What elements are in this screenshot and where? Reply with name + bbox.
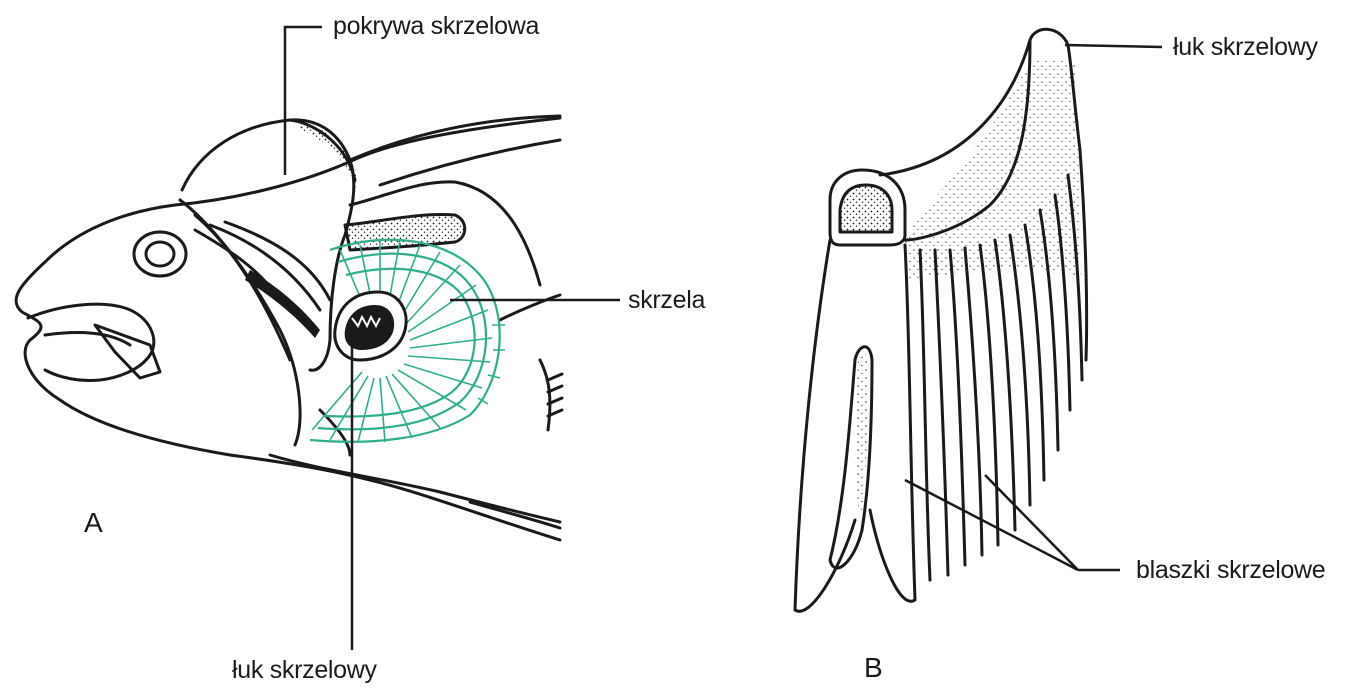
- operculum-flap: [182, 120, 354, 370]
- label-gill-filaments: blaszki skrzelowe: [1136, 556, 1325, 585]
- lamellae-shading: [905, 60, 1082, 280]
- label-gill-arch-a: łuk skrzelowy: [232, 656, 377, 685]
- label-operculum: pokrywa skrzelowa: [333, 12, 539, 41]
- panel-a-fish-head: [16, 116, 562, 540]
- leader-filaments-1: [905, 480, 1078, 570]
- label-gill-arch-b: łuk skrzelowy: [1173, 33, 1318, 62]
- eye-outer: [134, 232, 186, 276]
- panel-letter-a: A: [84, 507, 103, 539]
- label-gills: skrzela: [628, 286, 705, 315]
- leader-gill-arch-b: [1065, 45, 1162, 47]
- belly-line: [270, 455, 560, 522]
- eye-inner: [146, 242, 174, 266]
- maxilla: [95, 325, 160, 378]
- panel-letter-b: B: [864, 652, 883, 684]
- leader-operculum: [285, 27, 322, 175]
- dorsal-line: [380, 140, 560, 185]
- mouth: [28, 304, 154, 380]
- gill-arch-a: [335, 292, 406, 360]
